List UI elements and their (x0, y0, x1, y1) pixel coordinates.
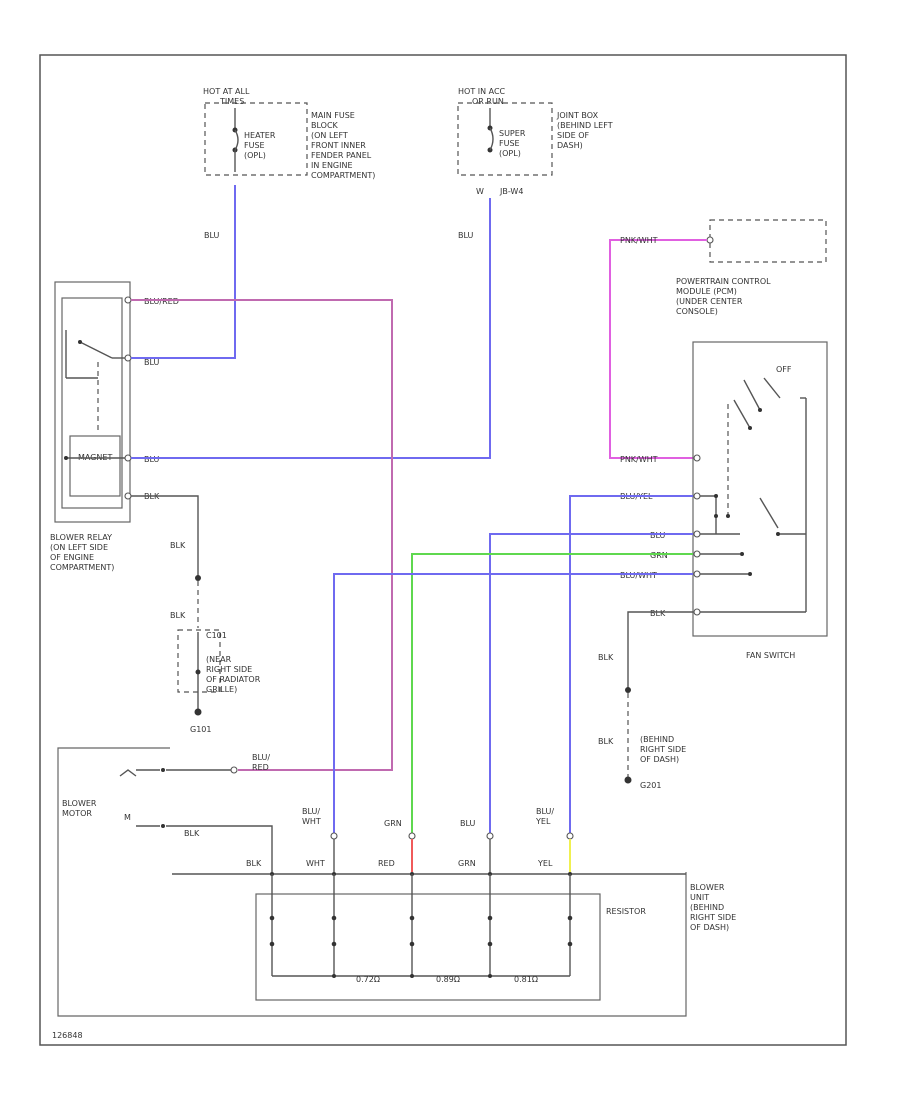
jb-connector: JB-W4 (499, 187, 523, 196)
grn-bus-label: GRN (458, 859, 476, 868)
wire-relay-ground (131, 495, 199, 578)
resistor-outline (255, 893, 601, 1001)
wire-switch-ground (627, 611, 693, 690)
joint-box-outline (457, 102, 553, 176)
blk-bus-label: BLK (246, 859, 262, 868)
main-fuse-block-outline (204, 102, 308, 176)
blk-sw-label: BLK (650, 609, 666, 618)
resistor-r3: 0.81Ω (514, 975, 538, 984)
blower-relay-outline (54, 281, 131, 523)
blk-g2b-label: BLK (598, 737, 614, 746)
red-bus-label: RED (378, 859, 395, 868)
blower-unit-outline (57, 747, 687, 1017)
pink-wht-sw-label: PNK/WHT (620, 455, 658, 464)
blu-top-label: BLU (460, 819, 476, 828)
wire-heater-fuse-to-relay (131, 185, 236, 359)
wire-pcm-to-switch (609, 239, 707, 459)
yel-bus-label: YEL (537, 859, 553, 868)
or-run-label: OR RUN (472, 97, 504, 106)
fan-switch: OFF FAN SWITCH (692, 341, 828, 660)
blu-red-motor-label: BLU/RED (252, 753, 270, 772)
blk-ground2-label: BLK (170, 611, 186, 620)
blu-yel-top-label: BLU/YEL (535, 807, 554, 826)
wire-blu (489, 533, 693, 833)
resistor-label: RESISTOR (606, 907, 646, 916)
diagram-frame (39, 54, 847, 1046)
hot-at-all-label: HOT AT ALL (203, 87, 250, 96)
blk-ground1-label: BLK (170, 541, 186, 550)
blu-sw-label: BLU (650, 531, 666, 540)
pink-wht-top-label: PNK/WHT (620, 236, 658, 245)
resistor: RESISTOR 0.72Ω 0.89Ω 0.81Ω (255, 874, 646, 1001)
times-label: TIMES (219, 97, 244, 106)
blu-mid-label: BLU (458, 231, 474, 240)
wire-super-fuse-to-relay (131, 198, 491, 459)
blu-relay-label: BLU (144, 358, 160, 367)
fan-switch-outline (692, 341, 828, 637)
blu-relay2-label: BLU (144, 455, 160, 464)
blu-red-relay-label: BLU/RED (144, 297, 179, 306)
wire-grn (411, 553, 693, 833)
grn-top-label: GRN (384, 819, 402, 828)
fan-switch-label: FAN SWITCH (746, 651, 795, 660)
blu-left-label: BLU (204, 231, 220, 240)
wire-blu-wht (333, 573, 693, 833)
hot-in-acc-label: HOT IN ACC (458, 87, 506, 96)
blk-g2a-label: BLK (598, 653, 614, 662)
c101-label: C101 (206, 631, 227, 640)
g101-label: G101 (190, 725, 211, 734)
figure-number: 126848 (52, 1031, 83, 1040)
resistor-r1: 0.72Ω (356, 975, 380, 984)
resistor-r2: 0.89Ω (436, 975, 460, 984)
wht-bus-label: WHT (306, 859, 325, 868)
blu-wht-sw-label: BLU/WHT (620, 571, 657, 580)
grn-sw-label: GRN (650, 551, 668, 560)
blu-wht-top-label: BLU/WHT (302, 807, 321, 826)
wire-relay-to-motor (131, 299, 393, 771)
wire-blu-yel (569, 495, 693, 833)
m-symbol: M (124, 813, 131, 822)
pcm-outline (709, 219, 827, 263)
g201-label: G201 (640, 781, 661, 790)
blk-motor-label: BLK (184, 829, 200, 838)
w-tag: W (476, 187, 484, 196)
off-label: OFF (776, 365, 792, 374)
